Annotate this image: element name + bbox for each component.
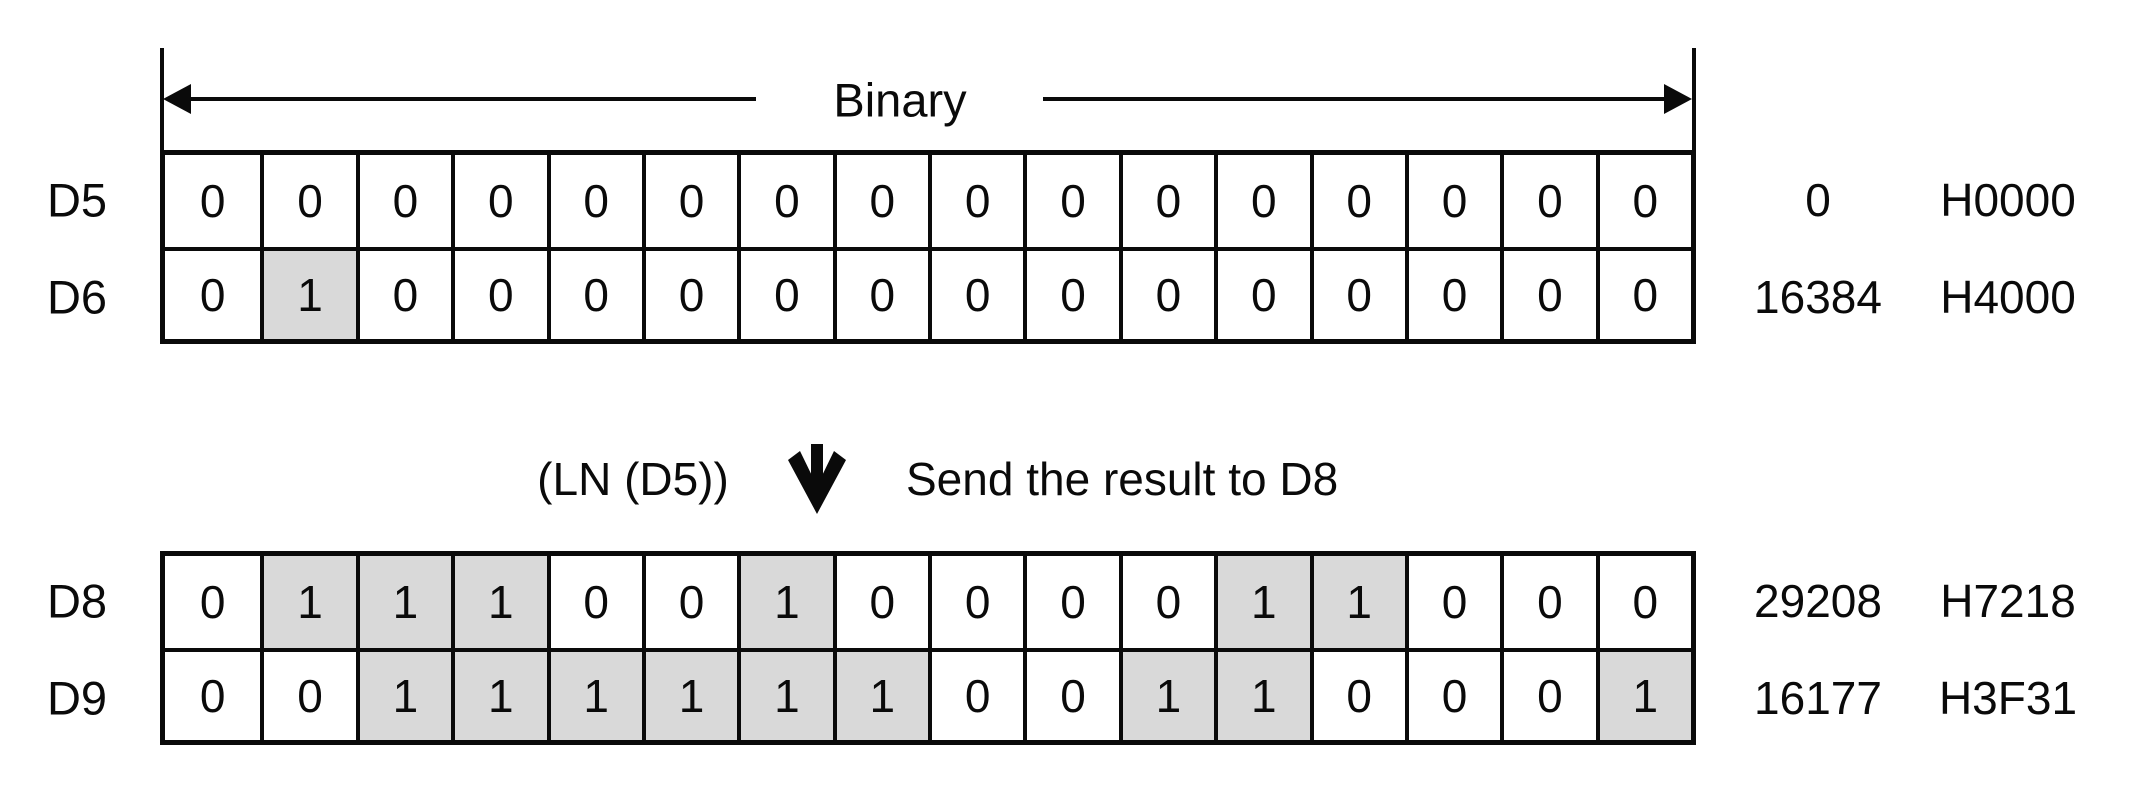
bit-cell: 0 <box>832 155 928 247</box>
bit-cell: 1 <box>737 556 833 648</box>
bit-cell: 0 <box>1214 155 1310 247</box>
bit-cell: 1 <box>1214 556 1310 648</box>
register-label-d9: D9 <box>46 671 108 725</box>
hex-value-d9: H3F31 <box>1938 672 2078 724</box>
bit-cell: 1 <box>451 556 547 648</box>
bit-cell: 0 <box>451 247 547 339</box>
bit-cell: 0 <box>1595 556 1691 648</box>
bit-cell: 0 <box>1500 155 1596 247</box>
bit-cell: 0 <box>546 247 642 339</box>
bit-cell: 1 <box>260 556 356 648</box>
bit-cell: 0 <box>1500 648 1596 740</box>
bit-cell: 0 <box>832 556 928 648</box>
bit-cell: 0 <box>1023 648 1119 740</box>
bit-cell: 0 <box>355 155 452 247</box>
bit-cell: 0 <box>546 556 642 648</box>
bit-cell: 1 <box>355 648 452 740</box>
bit-cell: 0 <box>928 247 1024 339</box>
bit-cell: 0 <box>928 556 1024 648</box>
decimal-value-d9: 16177 <box>1754 672 1882 724</box>
binary-label: Binary <box>833 73 967 127</box>
operation-description: Send the result to D8 <box>906 453 1339 505</box>
hex-value-d8: H7218 <box>1940 575 2076 627</box>
bit-cell: 0 <box>832 247 928 339</box>
binary-span-left-tick <box>160 48 164 150</box>
register-label-d5: D5 <box>46 173 108 227</box>
bit-cell: 0 <box>1595 155 1691 247</box>
bit-cell: 1 <box>1214 648 1310 740</box>
bit-cell: 1 <box>1118 648 1215 740</box>
bit-cell: 0 <box>165 556 261 648</box>
bit-cell: 1 <box>546 648 642 740</box>
register-label-d8: D8 <box>46 574 108 628</box>
bit-cell: 1 <box>355 556 452 648</box>
decimal-value-d5: 0 <box>1805 174 1831 226</box>
bit-cell: 1 <box>832 648 928 740</box>
bit-cell: 0 <box>260 648 356 740</box>
bit-cell: 0 <box>1404 648 1501 740</box>
left-arrowhead-icon <box>163 84 191 114</box>
bit-cell: 0 <box>1404 556 1501 648</box>
register-label-d6: D6 <box>46 270 108 324</box>
bit-cell: 0 <box>1023 556 1119 648</box>
bit-cell: 0 <box>641 556 738 648</box>
bit-cell: 0 <box>641 247 738 339</box>
operation-expression: (LN (D5)) <box>537 453 729 505</box>
bit-cell: 1 <box>1595 648 1691 740</box>
bit-cell: 1 <box>260 247 356 339</box>
bit-cell: 0 <box>1118 247 1215 339</box>
bit-cell: 0 <box>451 155 547 247</box>
bit-cell: 0 <box>928 648 1024 740</box>
bit-cell: 0 <box>165 155 261 247</box>
bit-cell: 1 <box>641 648 738 740</box>
right-arrowhead-icon <box>1664 84 1692 114</box>
bit-cell: 1 <box>451 648 547 740</box>
bit-cell: 0 <box>1214 247 1310 339</box>
bit-cell: 0 <box>641 155 738 247</box>
bit-cell: 0 <box>737 155 833 247</box>
binary-arrow-line-right <box>1043 97 1668 101</box>
binary-span-right-tick <box>1692 48 1696 150</box>
bit-cell: 0 <box>1309 247 1405 339</box>
decimal-value-d8: 29208 <box>1754 575 1882 627</box>
bit-cell: 0 <box>1404 247 1501 339</box>
binary-arrow-line-left <box>188 97 756 101</box>
bit-cell: 0 <box>1118 155 1215 247</box>
bit-cell: 0 <box>165 648 261 740</box>
bit-cell: 0 <box>1309 648 1405 740</box>
bit-cell: 0 <box>737 247 833 339</box>
decimal-value-d6: 16384 <box>1754 271 1882 323</box>
bit-cell: 0 <box>1023 247 1119 339</box>
bit-cell: 0 <box>1023 155 1119 247</box>
down-arrow-icon <box>788 444 846 514</box>
hex-value-d5: H0000 <box>1940 174 2076 226</box>
bit-cell: 0 <box>1500 556 1596 648</box>
bit-cell: 0 <box>260 155 356 247</box>
bit-cell: 0 <box>546 155 642 247</box>
bit-cell: 0 <box>1500 247 1596 339</box>
bit-cell: 1 <box>737 648 833 740</box>
bit-cell: 0 <box>165 247 261 339</box>
bit-cell: 1 <box>1309 556 1405 648</box>
bit-cell: 0 <box>1309 155 1405 247</box>
bit-cell: 0 <box>1595 247 1691 339</box>
bit-cell: 0 <box>1118 556 1215 648</box>
hex-value-d6: H4000 <box>1940 271 2076 323</box>
bit-cell: 0 <box>1404 155 1501 247</box>
bit-cell: 0 <box>355 247 452 339</box>
bit-cell: 0 <box>928 155 1024 247</box>
